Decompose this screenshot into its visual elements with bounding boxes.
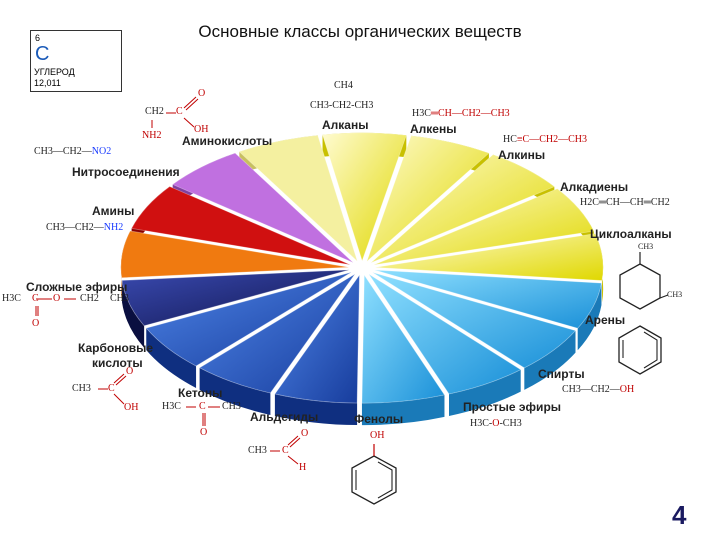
formula-propane: CH3-CH2-CH3: [310, 100, 374, 111]
atomic-number: 6: [35, 33, 41, 43]
sector-ethers: [368, 273, 522, 395]
label-esters: Сложные эфиры: [26, 280, 128, 294]
formula-ether: H3C-O-CH3: [470, 418, 522, 429]
acid-oh: OH: [124, 402, 139, 413]
sector-nitro: [130, 186, 351, 266]
label-phenols: Фенолы: [354, 412, 404, 426]
ald-c: C: [282, 445, 289, 456]
ester-h3c: H3C: [2, 293, 21, 304]
ketone-ch3: CH3: [222, 401, 241, 412]
formula-ethanol: CH3—CH2—OH: [562, 384, 635, 395]
sector-side-aldehydes: [274, 393, 358, 426]
wheel-sectors: [120, 132, 604, 426]
sector-alcohols: [372, 272, 577, 369]
sector-ketones: [198, 273, 356, 394]
aa-nh2: NH2: [142, 130, 162, 141]
sector-side-phenols: [361, 394, 445, 426]
ald-h: H: [299, 462, 307, 473]
sector-side-alcohols: [524, 330, 576, 390]
formula-alkene: H3C═CH—CH2—CH3: [412, 108, 510, 119]
formula-alkyne: HC≡C—CH2—CH3: [503, 134, 587, 145]
label-alcohols: Спирты: [538, 367, 585, 381]
acid-o: O: [126, 366, 134, 377]
ald-ch3: CH3: [248, 445, 267, 456]
page-number: 4: [672, 500, 687, 530]
acid-c: C: [108, 383, 115, 394]
element-name: УГЛЕРОД: [34, 67, 75, 77]
formula-bonds: [35, 96, 301, 465]
aa-o: O: [198, 88, 206, 99]
label-amino-acids: Аминокислоты: [182, 134, 273, 148]
label-alkanes: Алканы: [322, 118, 369, 132]
sector-side-ethers: [449, 369, 521, 416]
atomic-mass: 12,011: [34, 78, 61, 88]
label-arenes: Арены: [585, 313, 626, 327]
sector-side-arenes: [577, 283, 602, 351]
cyclohexane-ring-icon: [619, 263, 661, 310]
ester-o2: O: [32, 318, 40, 329]
sector-alkanes: [322, 132, 407, 263]
ketone-h3c: H3C: [162, 401, 181, 412]
ester-c: C: [32, 293, 39, 304]
sector-arenes: [374, 269, 602, 329]
label-aldehydes: Альдегиды: [250, 410, 319, 424]
ketone-o: O: [200, 427, 208, 438]
formula-phenol-oh: OH: [370, 430, 385, 441]
sector-alkynes: [370, 154, 556, 264]
sector-aldehydes: [274, 273, 360, 404]
sector-phenols: [361, 273, 446, 404]
label-cycloalkanes: Циклоалканы: [590, 227, 672, 241]
sector-cycloalkanes: [375, 233, 604, 281]
formula-cyclo-ch3-bottom: CH3: [667, 290, 683, 299]
label-acids-2: кислоты: [92, 356, 143, 370]
aa-c: C: [176, 106, 183, 117]
sector-amino-acids: [171, 152, 354, 263]
sector-spare: [238, 134, 359, 263]
formula-alkadiene: H2C═CH—CH═CH2: [580, 197, 670, 208]
label-alkenes: Алкены: [410, 122, 457, 136]
aa-oh: OH: [194, 124, 209, 135]
phenol-ring-icon: [351, 455, 397, 505]
label-ketones: Кетоны: [178, 386, 223, 400]
sector-esters: [121, 269, 350, 327]
ald-o: O: [301, 428, 309, 439]
label-nitro: Нитросоединения: [72, 165, 180, 179]
label-acids-1: Карбоновые: [78, 341, 154, 355]
formula-nitroethane: CH3—CH2—NO2: [34, 146, 112, 157]
page-title: Основные классы органических веществ: [198, 22, 522, 41]
label-alkadienes: Алкадиены: [560, 180, 629, 194]
sector-amines: [120, 230, 349, 279]
formula-methane: CH4: [334, 80, 353, 91]
ketone-c: C: [199, 401, 206, 412]
sector-alkenes: [366, 135, 490, 263]
benzene-ring-icon: [618, 325, 662, 375]
formula-cyclo-ch3-top: CH3: [638, 242, 654, 251]
element-symbol: C: [35, 43, 50, 65]
label-amines: Амины: [92, 204, 135, 218]
formula-ethylamine: CH3—CH2—NH2: [46, 222, 124, 233]
label-ethers: Простые эфиры: [463, 400, 562, 414]
sector-side-acids: [146, 328, 197, 388]
ester-ch2: CH2: [80, 293, 99, 304]
label-alkynes: Алкины: [498, 148, 546, 162]
ester-o: O: [53, 293, 61, 304]
sector-side-ketones: [199, 367, 271, 415]
acid-ch3: CH3: [72, 383, 91, 394]
sector-side-esters: [122, 280, 145, 348]
aa-ch2: CH2: [145, 106, 164, 117]
sector-acids: [145, 271, 352, 367]
carbon-element-card: 6 C УГЛЕРОД 12,011: [30, 30, 122, 92]
ester-ch3: CH3: [110, 293, 129, 304]
sector-alkadienes: [373, 188, 595, 266]
